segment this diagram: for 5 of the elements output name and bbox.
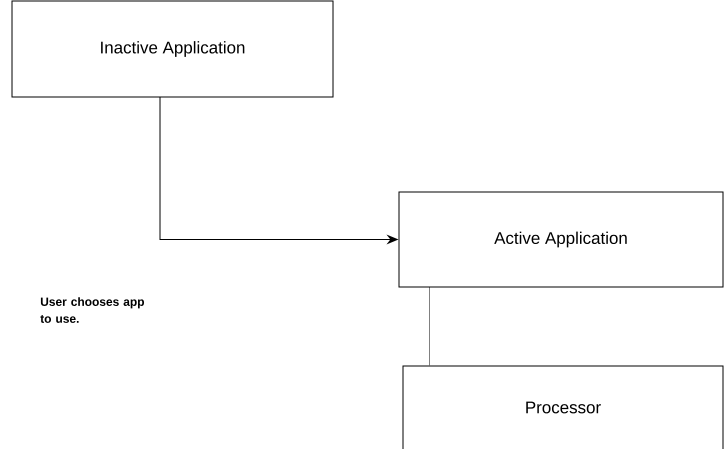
note-text: User chooses app to use. [40,297,144,323]
process-box: Processor [402,366,724,449]
process-box: Inactive Application [12,0,334,98]
process-box: Active Application [398,192,724,288]
connector-line [429,287,430,366]
